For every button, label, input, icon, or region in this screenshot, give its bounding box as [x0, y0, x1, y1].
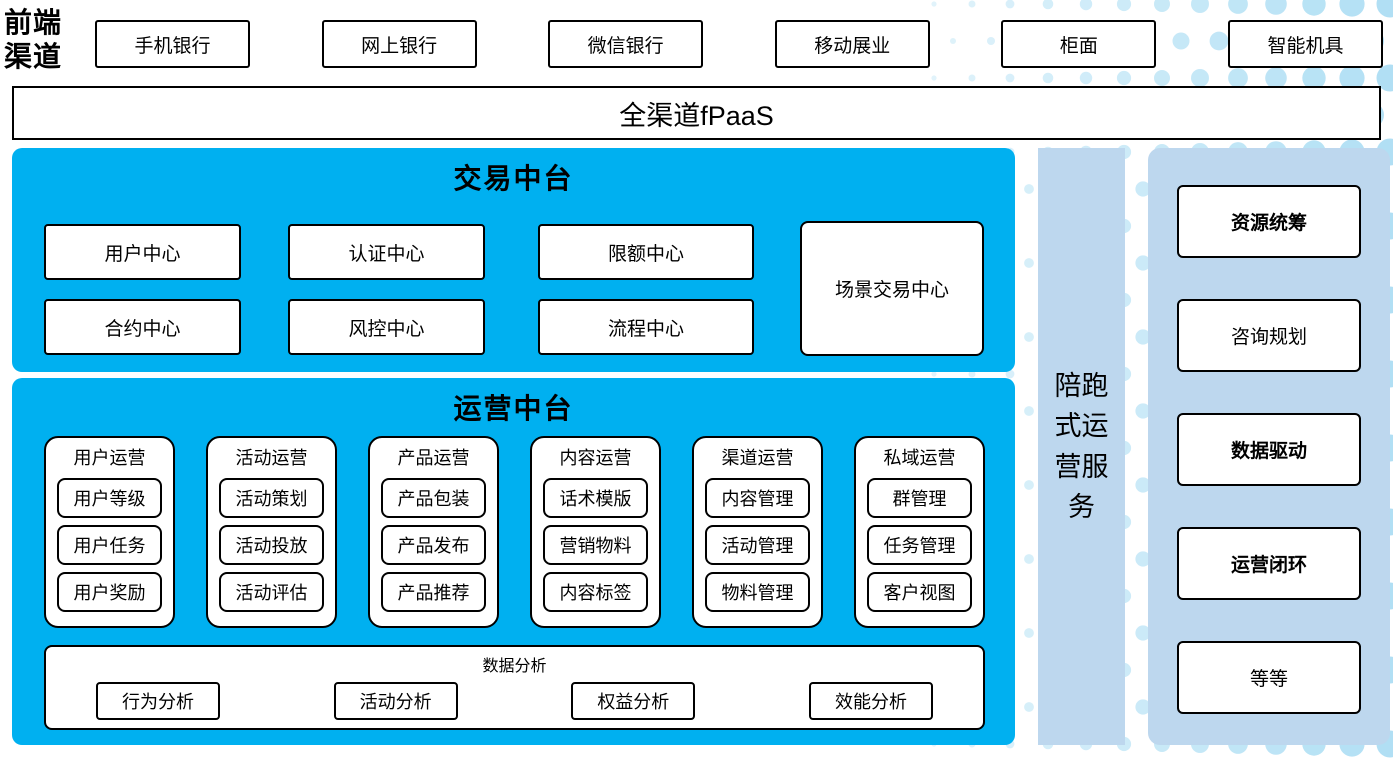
- channel-box-counter: 柜面: [1001, 20, 1157, 68]
- channel-box-mobile-banking: 手机银行: [95, 20, 250, 68]
- center-box-limit: 限额中心: [538, 224, 754, 280]
- side-service-strip: 陪跑式运营服务: [1038, 148, 1125, 745]
- column-item: 活动投放: [219, 525, 324, 565]
- operation-column-product: 产品运营 产品包装 产品发布 产品推荐: [368, 436, 499, 628]
- column-item: 营销物料: [543, 525, 648, 565]
- operation-platform-panel: 运营中台 用户运营 用户等级 用户任务 用户奖励 活动运营 活动策划 活动投放 …: [12, 378, 1015, 745]
- column-item: 群管理: [867, 478, 972, 518]
- trade-platform-title: 交易中台: [453, 162, 574, 195]
- column-item: 活动策划: [219, 478, 324, 518]
- analysis-box-rights: 权益分析: [571, 682, 696, 720]
- service-box-operation-loop: 运营闭环: [1177, 527, 1361, 600]
- channel-box-online-banking: 网上银行: [321, 20, 477, 68]
- column-item: 物料管理: [705, 572, 810, 612]
- column-item: 客户视图: [867, 572, 972, 612]
- service-box-consulting: 咨询规划: [1177, 299, 1361, 372]
- operation-column-activity: 活动运营 活动策划 活动投放 活动评估: [206, 436, 337, 628]
- column-item: 用户奖励: [57, 572, 162, 612]
- column-item: 活动管理: [705, 525, 810, 565]
- side-service-label: 陪跑式运营服务: [1054, 370, 1109, 523]
- analysis-box-activity: 活动分析: [333, 682, 458, 720]
- column-item: 用户等级: [57, 478, 162, 518]
- service-box-resource-planning: 资源统筹: [1177, 185, 1361, 258]
- fpaas-bar: 全渠道fPaaS: [12, 86, 1381, 140]
- column-item: 内容管理: [705, 478, 810, 518]
- column-title: 活动运营: [235, 448, 308, 468]
- operation-platform-title: 运营中台: [453, 392, 574, 425]
- column-title: 产品运营: [397, 448, 470, 468]
- analysis-box-efficiency: 效能分析: [808, 682, 933, 720]
- column-title: 私域运营: [883, 448, 956, 468]
- channel-box-wechat-banking: 微信银行: [548, 20, 704, 68]
- operation-column-channel: 渠道运营 内容管理 活动管理 物料管理: [692, 436, 823, 628]
- data-analysis-title: 数据分析: [482, 658, 547, 675]
- analysis-box-behavior: 行为分析: [96, 682, 220, 720]
- center-box-contract: 合约中心: [44, 299, 241, 355]
- column-title: 内容运营: [559, 448, 632, 468]
- operation-column-content: 内容运营 话术模版 营销物料 内容标签: [530, 436, 661, 628]
- column-item: 产品包装: [381, 478, 486, 518]
- front-channels-row: 手机银行 网上银行 微信银行 移动展业 柜面 智能机具: [95, 20, 1383, 68]
- service-box-data-driven: 数据驱动: [1177, 413, 1361, 486]
- center-box-risk: 风控中心: [288, 299, 485, 355]
- column-title: 渠道运营: [721, 448, 794, 468]
- column-item: 产品发布: [381, 525, 486, 565]
- channel-box-mobile-sales: 移动展业: [774, 20, 930, 68]
- column-title: 用户运营: [73, 448, 146, 468]
- data-analysis-row: 行为分析 活动分析 权益分析 效能分析: [46, 676, 983, 720]
- column-item: 内容标签: [543, 572, 648, 612]
- column-item: 任务管理: [867, 525, 972, 565]
- column-item: 话术模版: [543, 478, 648, 518]
- operation-column-private-domain: 私域运营 群管理 任务管理 客户视图: [854, 436, 985, 628]
- column-item: 活动评估: [219, 572, 324, 612]
- center-box-user: 用户中心: [44, 224, 241, 280]
- operation-column-user: 用户运营 用户等级 用户任务 用户奖励: [44, 436, 175, 628]
- scene-trade-center-box: 场景交易中心: [800, 221, 984, 356]
- column-item: 用户任务: [57, 525, 162, 565]
- center-box-process: 流程中心: [538, 299, 754, 355]
- service-box-etc: 等等: [1177, 641, 1361, 714]
- data-analysis-panel: 数据分析 行为分析 活动分析 权益分析 效能分析: [44, 645, 985, 730]
- front-channels-label: 前端渠道: [4, 6, 63, 74]
- right-services-panel: 资源统筹 咨询规划 数据驱动 运营闭环 等等: [1148, 148, 1390, 745]
- column-item: 产品推荐: [381, 572, 486, 612]
- trade-platform-panel: 交易中台 用户中心 认证中心 限额中心 合约中心 风控中心 流程中心 场景交易中…: [12, 148, 1015, 372]
- center-box-auth: 认证中心: [288, 224, 485, 280]
- channel-box-smart-devices: 智能机具: [1227, 20, 1383, 68]
